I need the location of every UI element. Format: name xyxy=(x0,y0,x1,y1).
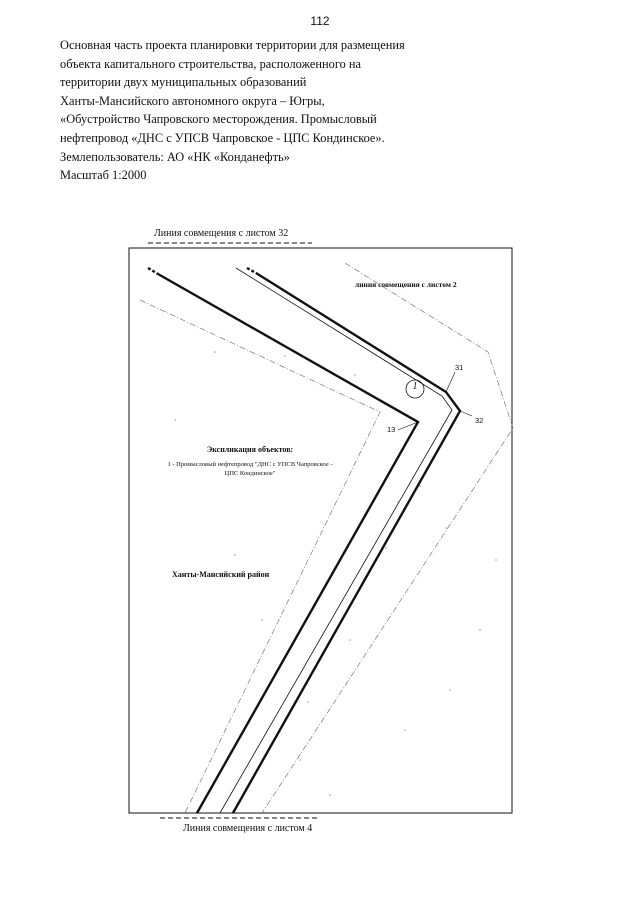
map-frame xyxy=(128,247,513,814)
point-leader-31 xyxy=(445,371,456,393)
map-scale: Масштаб 1:2000 xyxy=(60,168,147,183)
header-line: Ханты-Мансийского автономного округа – Ю… xyxy=(60,93,325,108)
legend-item: 1 - Промысловый нефтепровод "ДНС с УПСВ … xyxy=(167,461,333,477)
pipeline-line-left xyxy=(157,272,420,814)
objects-legend: Экспликация объектов: 1 - Промысловый не… xyxy=(160,445,340,478)
match-label-sheet-32: Линия совмещения с листом 32 xyxy=(154,228,289,239)
survey-dots xyxy=(174,351,497,796)
point-leader-32 xyxy=(459,410,473,417)
header-line: Землепользователь: АО «НК «Конданефть» xyxy=(60,149,290,164)
object-marker-number: 1 xyxy=(412,381,418,392)
district-label: Ханты-Мансийский район xyxy=(172,570,270,579)
pipeline-line-right xyxy=(246,266,257,275)
pipeline-line-right xyxy=(231,271,462,814)
pipeline-line-left xyxy=(147,266,159,276)
legend-title: Экспликация объектов: xyxy=(206,445,294,454)
header-line: нефтепровод «ДНС с УПСВ Чапровское - ЦПС… xyxy=(60,130,385,145)
point-label-32: 32 xyxy=(475,416,484,425)
point-label-13: 13 xyxy=(387,425,396,434)
document-header: Основная часть проекта планировки террит… xyxy=(60,36,480,185)
header-line: Основная часть проекта планировки террит… xyxy=(60,38,405,52)
row-boundary-inner xyxy=(139,299,381,814)
header-line: территории двух муниципальных образовани… xyxy=(60,75,307,90)
point-label-31: 31 xyxy=(455,363,464,372)
match-label-sheet-4: Линия совмещения с листом 4 xyxy=(183,823,313,834)
header-line: «Обустройство Чапровского месторождения.… xyxy=(60,112,377,127)
point-leader-13 xyxy=(397,421,419,431)
page-number: 112 xyxy=(310,14,330,28)
object-marker-circle xyxy=(405,379,425,399)
match-label-sheet-2: линия совмещения с листом 2 xyxy=(355,280,457,289)
header-line: объекта капитального строительства, расп… xyxy=(60,56,362,71)
row-boundary-outer xyxy=(261,262,514,814)
pipeline-axis-line xyxy=(219,267,453,814)
